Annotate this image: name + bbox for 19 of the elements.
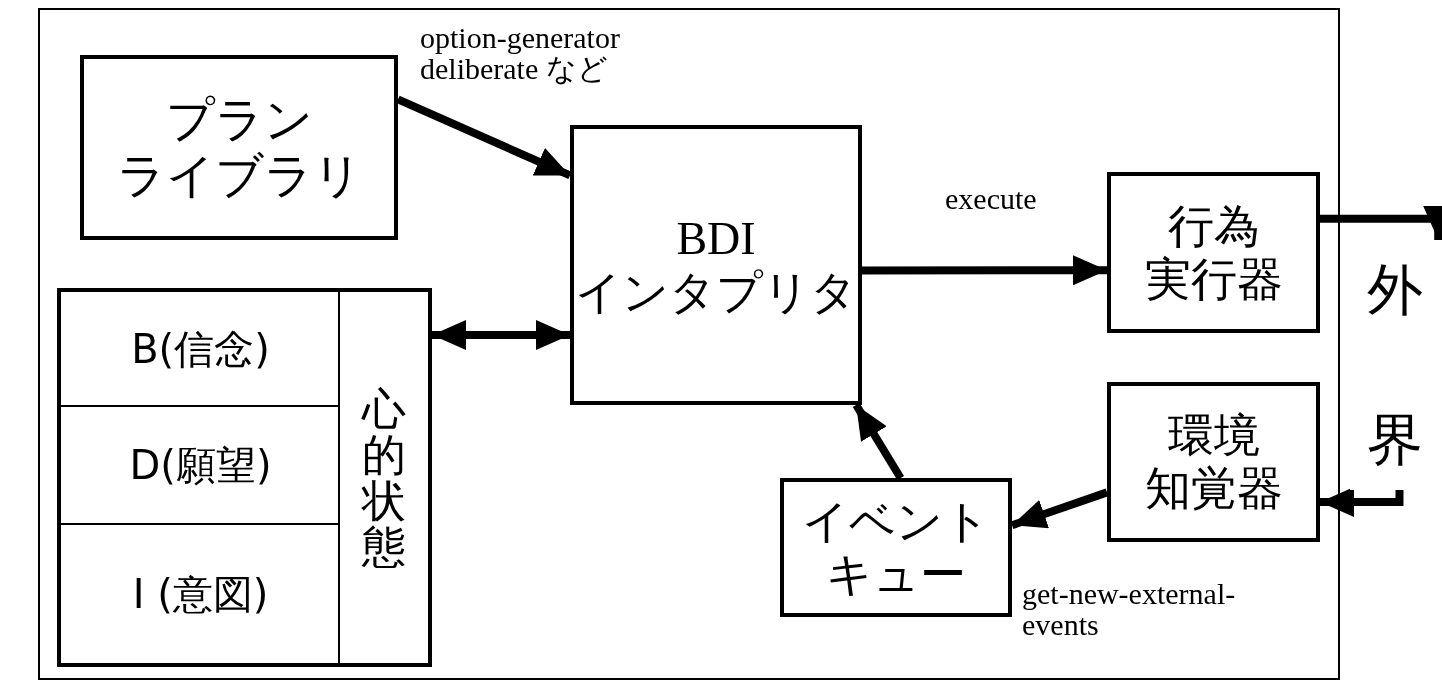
process-box: 行為実行器 (1107, 172, 1320, 333)
process-box: BDI インタプリタ (570, 125, 862, 405)
table-cell: 心的状態 (338, 288, 432, 667)
edge-label: execute (945, 183, 1038, 214)
process-box: プランライブラリ (80, 55, 398, 240)
arrow (1320, 206, 1442, 240)
process-box: 環境知覚器 (1107, 382, 1320, 542)
arrow (1010, 488, 1109, 530)
system-frame (38, 8, 1340, 680)
table-cell: B(信念) (57, 288, 340, 407)
edge-label: get-new-external-events (1022, 578, 1237, 640)
arrow (862, 255, 1107, 286)
table-cell: I (意図) (57, 525, 340, 667)
edge-label: option-generator deliberate など (420, 22, 621, 84)
arrow (852, 402, 905, 481)
arrow (432, 320, 570, 350)
table-cell: D(願望) (57, 407, 340, 525)
process-box: イベントキュー (780, 478, 1012, 617)
arrow (1320, 487, 1404, 517)
